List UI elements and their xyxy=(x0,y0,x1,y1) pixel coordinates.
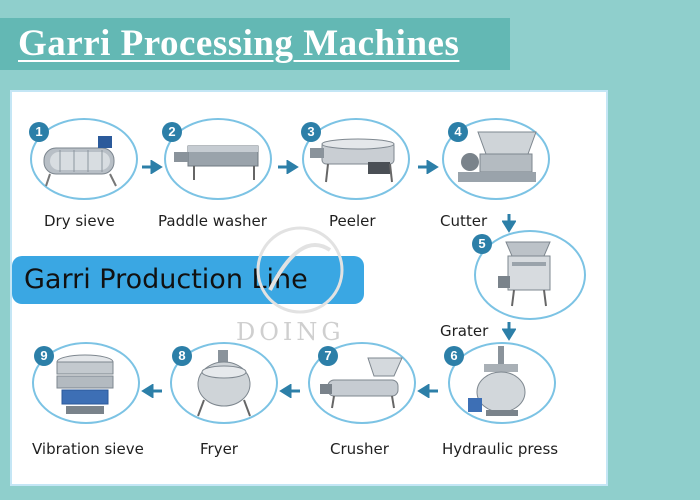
hydraulic-press-machine xyxy=(468,346,526,416)
arrow-down-icon xyxy=(502,214,516,233)
arrow-down-icon xyxy=(502,322,516,341)
step-8-number: 8 xyxy=(172,346,192,366)
step-4-number: 4 xyxy=(448,122,468,142)
watermark-text: DOING xyxy=(236,318,345,346)
paddle-washer-machine xyxy=(174,145,259,180)
step-5-label: Grater xyxy=(440,322,489,340)
step-3-number: 3 xyxy=(301,122,321,142)
step-1-number: 1 xyxy=(29,122,49,142)
dry-sieve-machine xyxy=(43,136,117,187)
step-4-label: Cutter xyxy=(440,212,488,230)
page-title: Garri Processing Machines xyxy=(18,23,460,64)
cutter-machine xyxy=(458,131,537,182)
step-5-number: 5 xyxy=(472,234,492,254)
step-2-label: Paddle washer xyxy=(158,212,267,230)
arrow-left-icon xyxy=(417,384,438,398)
vibration-sieve-machine xyxy=(56,354,114,414)
step-6-label: Hydraulic press xyxy=(442,440,559,458)
step-2-number: 2 xyxy=(162,122,182,142)
step-1-label: Dry sieve xyxy=(44,212,115,230)
fryer-machine xyxy=(197,350,251,417)
arrow-right-icon xyxy=(278,160,299,174)
step-7-label: Crusher xyxy=(330,440,389,458)
step-7-number: 7 xyxy=(318,346,338,366)
peeler-machine xyxy=(310,138,395,183)
crusher-machine xyxy=(320,357,403,409)
grater-machine xyxy=(498,241,551,307)
step-9-number: 9 xyxy=(34,346,54,366)
step-8-label: Fryer xyxy=(200,440,238,458)
step-6-number: 6 xyxy=(444,346,464,366)
step-9-label: Vibration sieve xyxy=(32,440,144,458)
watermark-logo xyxy=(256,226,344,314)
production-line-panel: Garri Production Line DOING 1 Dry sieve … xyxy=(10,90,608,486)
step-3-label: Peeler xyxy=(329,212,376,230)
arrow-left-icon xyxy=(279,384,300,398)
arrow-right-icon xyxy=(418,160,439,174)
title-band xyxy=(0,18,510,70)
arrow-left-icon xyxy=(141,384,162,398)
arrow-right-icon xyxy=(142,160,163,174)
